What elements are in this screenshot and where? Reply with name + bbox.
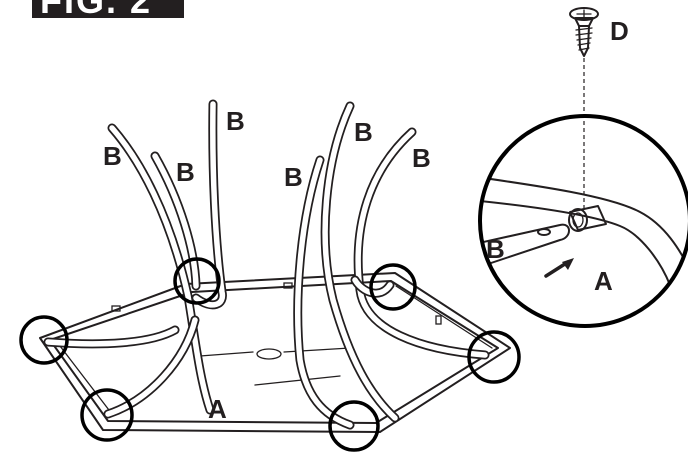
leg-labels: B B B B B B xyxy=(103,106,431,192)
detail-circle xyxy=(478,114,688,328)
joint-circle xyxy=(19,315,69,365)
leg-label: B xyxy=(176,157,195,187)
figure-title-tab: FIG. 2 xyxy=(32,0,184,18)
leg-label: B xyxy=(354,117,373,147)
joint-circle xyxy=(369,263,417,311)
joint-highlights xyxy=(19,257,521,452)
screw-label: D xyxy=(610,16,629,46)
joint-circle xyxy=(467,330,521,384)
insert-arrow xyxy=(562,258,574,270)
umbrella-hole xyxy=(256,348,282,360)
figure-title: FIG. 2 xyxy=(40,0,152,18)
detail-view: B A xyxy=(478,114,688,328)
joint-circle xyxy=(173,257,221,305)
leg-label: B xyxy=(226,106,245,136)
leg-label: B xyxy=(284,162,303,192)
detail-tabletop-label: A xyxy=(594,266,613,296)
joint-circle xyxy=(328,400,380,452)
joint-circle xyxy=(80,388,134,442)
tabletop-label: A xyxy=(208,394,227,424)
leg-label: B xyxy=(103,141,122,171)
screw-d xyxy=(569,7,599,208)
leg-label: B xyxy=(412,143,431,173)
legs-b xyxy=(43,99,490,430)
detail-leg-label: B xyxy=(486,234,505,264)
